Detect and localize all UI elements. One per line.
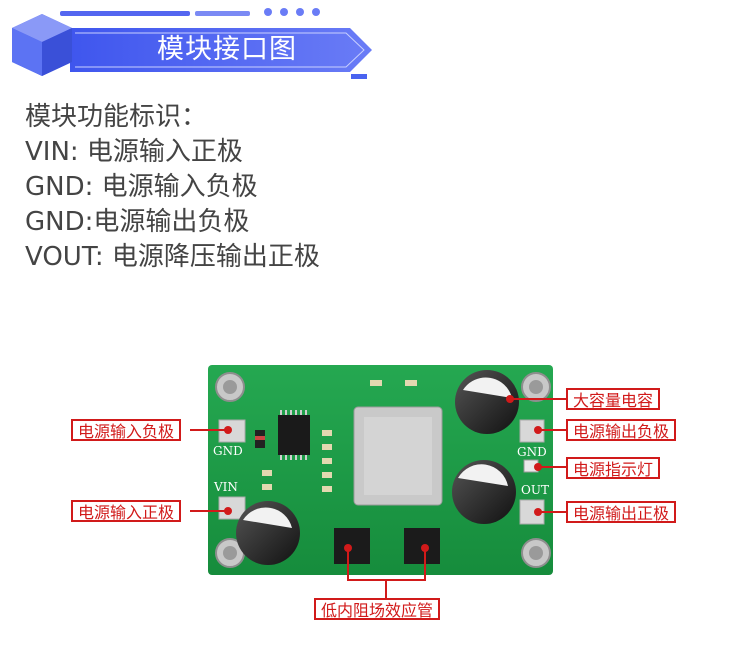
silk-gnd-right: GND [517,445,547,459]
info-line-vin: VIN: 电源输入正极 [25,137,243,167]
callout-bulk-capacitor: 大容量电容 [566,388,661,410]
silk-vin: VIN [213,480,238,494]
mounting-holes [215,372,551,568]
callout-input-negative: 电源输入负极 [71,419,182,441]
callout-output-negative: 电源输出负极 [566,419,677,441]
bulk-capacitor-top [455,370,519,434]
info-line-vout: VOUT: 电源降压输出正极 [25,242,320,272]
module-info: 模块功能标识： VIN: 电源输入正极 GND: 电源输入负极 GND:电源输出… [25,100,320,275]
callout-input-positive: 电源输入正极 [71,500,182,522]
info-line-gnd-in: GND: 电源输入负极 [25,172,258,202]
info-heading: 模块功能标识： [25,102,208,132]
header-banner [12,8,372,79]
silk-gnd-left: GND [213,444,243,458]
callout-mosfets: 低内阻场效应管 [314,598,441,620]
callout-output-positive: 电源输出正极 [566,501,677,523]
bulk-capacitor-input [236,501,300,565]
callout-indicator-led: 电源指示灯 [566,457,661,479]
banner-title: 模块接口图 [157,34,297,65]
bulk-capacitor-output [452,460,516,524]
silk-vout: OUT [521,483,549,497]
mosfet-1 [334,528,370,564]
controller-ic [278,415,310,455]
info-line-gnd-out: GND:电源输出负极 [25,207,250,237]
